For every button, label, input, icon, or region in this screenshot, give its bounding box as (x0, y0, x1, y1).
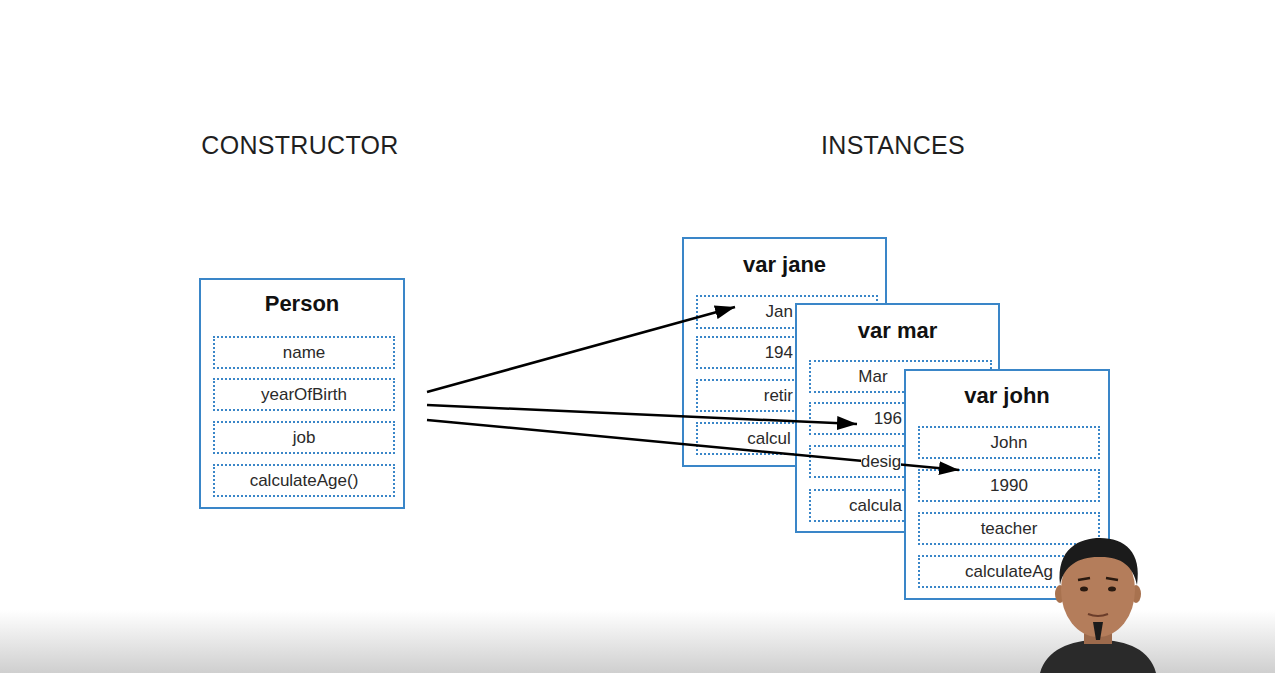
object-box: Person name yearOfBirth job calculateAge() (199, 278, 405, 509)
box-heading: var john (964, 383, 1050, 408)
presenter-eye (1080, 587, 1088, 592)
node-layer: CONSTRUCTORINSTANCESPersonnameyearOfBirt… (0, 0, 1275, 58)
property-slot: teacher (918, 512, 1100, 545)
property-text: calcula (849, 496, 902, 516)
property-slot: calculateAge() (213, 464, 395, 497)
instance-arrow (427, 307, 735, 392)
property-text: Mar (858, 367, 887, 387)
property-text: calcul (747, 429, 790, 449)
property-text: teacher (981, 519, 1038, 539)
property-slot: John (918, 426, 1100, 459)
property-text: yearOfBirth (261, 385, 347, 405)
property-text: 1990 (990, 476, 1028, 496)
property-text: Jan (766, 302, 793, 322)
property-text: John (991, 433, 1028, 453)
instance-arrow (427, 405, 857, 424)
section-heading: CONSTRUCTOR (201, 131, 398, 160)
box-heading: Person (265, 291, 340, 316)
property-slot: job (213, 421, 395, 454)
presenter-shirt (1040, 640, 1156, 673)
section-heading: INSTANCES (821, 131, 965, 160)
box-heading: var mar (858, 318, 938, 343)
property-text: 196 (874, 409, 902, 429)
presenter-hair (1060, 538, 1138, 585)
presenter-eye (1108, 587, 1116, 592)
box-heading: var jane (743, 252, 826, 277)
property-text: 194 (765, 343, 793, 363)
presenter-mouth (1088, 614, 1108, 616)
property-text: calculateAge() (250, 471, 359, 491)
property-text: calculateAg (965, 562, 1053, 582)
presenter-eyebrows (1078, 578, 1118, 580)
presenter-goatee (1093, 622, 1103, 640)
property-text: job (293, 428, 316, 448)
instance-arrow (427, 420, 959, 470)
property-slot: name (213, 336, 395, 369)
property-slot: 1990 (918, 469, 1100, 502)
property-text: retir (764, 386, 793, 406)
property-text: desig (861, 452, 902, 472)
property-slot: yearOfBirth (213, 378, 395, 411)
property-text: name (283, 343, 326, 363)
